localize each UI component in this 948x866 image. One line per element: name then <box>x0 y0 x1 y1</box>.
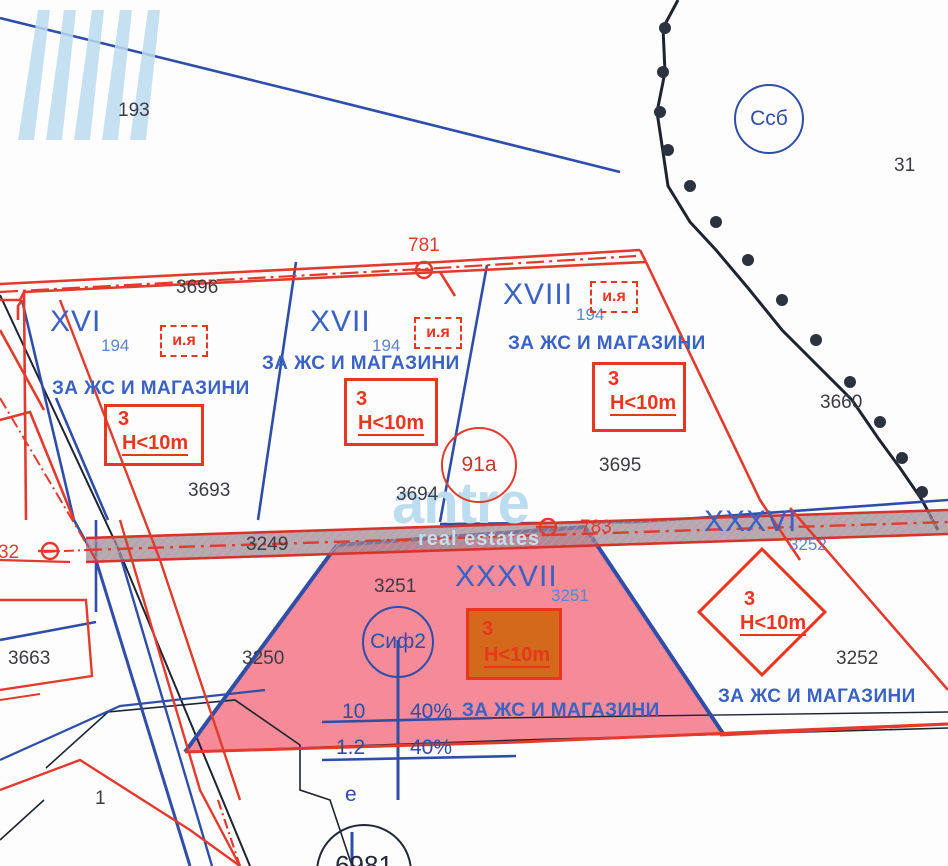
iya-label-xvi: и.я <box>172 332 196 349</box>
red-regulation-lines <box>0 248 948 866</box>
survey-boundary-beaded <box>654 0 940 531</box>
circle-label-ssb: Ссб <box>750 107 788 130</box>
iya-box-xvi: и.я <box>160 325 208 357</box>
regulation-node-markers <box>38 260 558 561</box>
building-envelope-xxxvii <box>466 608 562 680</box>
iya-box-xviii: и.я <box>590 281 638 313</box>
iya-label-xvii: и.я <box>426 324 450 341</box>
circle-marker-91a: 91а <box>441 427 517 503</box>
building-envelope-xviii <box>592 362 686 432</box>
building-envelope-xvii <box>344 378 438 446</box>
circle-marker-ssb: Ссб <box>734 84 804 154</box>
circle-marker-sif2: Сиф2 <box>362 606 434 678</box>
road-corridor-3249 <box>85 508 948 564</box>
building-envelope-xvi <box>104 404 204 466</box>
iya-box-xvii: и.я <box>414 317 462 349</box>
circle-label-91a: 91а <box>461 453 497 476</box>
highlighted-parcel-fill <box>185 527 724 752</box>
circle-label-sif2: Сиф2 <box>370 630 426 653</box>
circle-label-6981: 6981 <box>335 849 393 866</box>
watermark-logo <box>18 10 160 140</box>
iya-label-xviii: и.я <box>602 288 626 305</box>
